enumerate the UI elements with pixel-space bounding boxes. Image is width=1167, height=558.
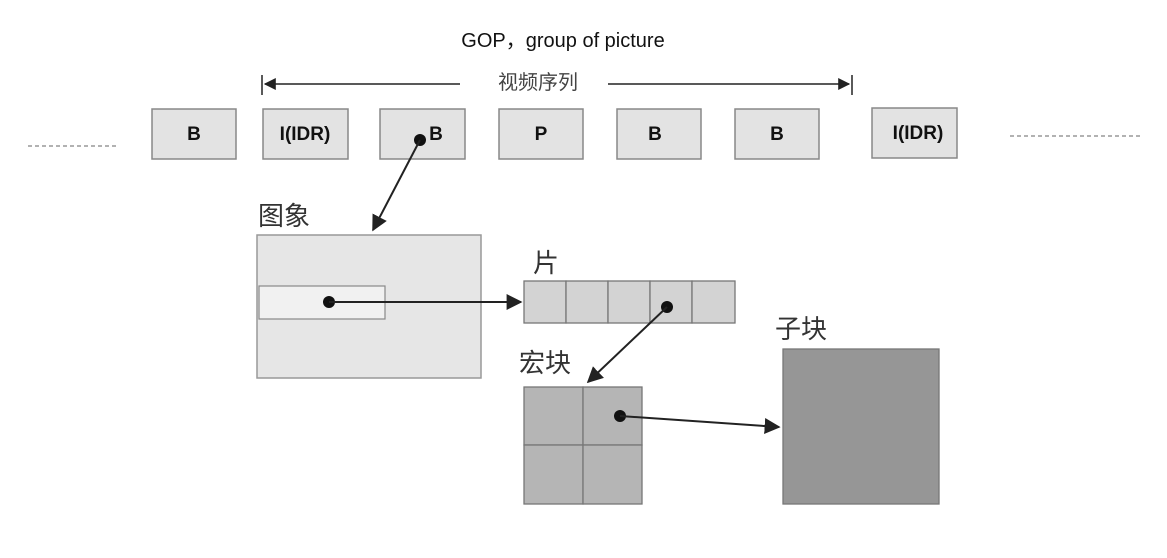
slice-row [523, 280, 736, 324]
frame-row: B I(IDR) B P B B I(IDR) [151, 107, 958, 160]
frame-label: B [648, 124, 662, 145]
picture-label: 图象 [258, 202, 310, 232]
frame-box: I(IDR) [871, 107, 958, 159]
macroblock-label: 宏块 [519, 349, 571, 379]
frame-box: I(IDR) [262, 108, 349, 160]
frame-label: B [187, 124, 201, 145]
subblock-box [782, 348, 940, 505]
slice-label: 片 [533, 249, 559, 279]
subblock-label: 子块 [775, 315, 827, 345]
frame-label: I(IDR) [893, 123, 944, 144]
frame-label: P [535, 124, 548, 145]
arrow-macroblock-to-subblock [619, 415, 781, 434]
sequence-label: 视频序列 [498, 70, 578, 94]
frame-label: B [770, 124, 784, 145]
arrow-frame-to-picture [372, 139, 421, 232]
frame-box: B [734, 108, 820, 160]
frame-label: I(IDR) [280, 124, 331, 145]
arrow-slice-to-macroblock [586, 306, 668, 384]
macroblock-grid [523, 386, 643, 505]
frame-box: B [379, 108, 466, 160]
frame-box: P [498, 108, 584, 160]
frame-box: B [616, 108, 702, 160]
frame-box: B [151, 108, 237, 160]
diagram-title: GOP，group of picture [461, 30, 664, 52]
frame-label: B [429, 124, 443, 145]
sequence-span: 视频序列 [261, 70, 853, 95]
